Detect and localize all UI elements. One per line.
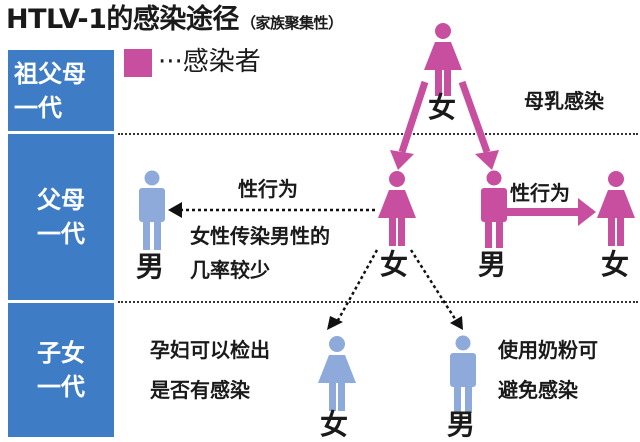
- formula-note-line1: 使用奶粉可: [498, 338, 598, 362]
- female-infected-icon: [424, 23, 462, 96]
- breastfeeding-arrow-right: [458, 80, 499, 170]
- generation-label-line2: 一代: [37, 220, 85, 248]
- female-to-male-note-line2: 几率较少: [190, 258, 270, 282]
- formula-note-line2: 避免感染: [498, 378, 578, 402]
- female-uninfected-icon: [318, 336, 356, 411]
- father-left-sex-label: 男: [136, 250, 165, 283]
- generation-label-line2: 一代: [37, 373, 85, 401]
- page-title: HTLV-1的感染途径（家族聚集性）: [6, 2, 343, 41]
- female-to-male-note-line1: 女性传染男性的: [190, 224, 330, 248]
- title-main: HTLV-1的感染途径: [6, 4, 239, 35]
- partner-sex-label: 女: [601, 248, 630, 281]
- male-uninfected-icon: [139, 170, 165, 250]
- sexual-behavior-label-left: 性行为: [238, 177, 298, 201]
- generation-parents: 父母 一代: [8, 134, 114, 300]
- generation-divider: [118, 133, 638, 135]
- mother-to-son-arrow: [409, 249, 463, 330]
- son-sex-label: 男: [447, 408, 476, 441]
- female-infected-icon: [597, 171, 635, 246]
- father-right-sex-label: 男: [478, 248, 507, 281]
- generation-label-line1: 子女: [37, 339, 85, 367]
- generation-label-line1: 父母: [37, 186, 85, 214]
- breastfeeding-label: 母乳感染: [524, 89, 604, 113]
- generation-children: 子女 一代: [8, 303, 114, 437]
- generation-divider: [118, 301, 638, 303]
- pregnancy-note-line1: 孕妇可以检出: [150, 338, 270, 362]
- grandmother-sex-label: 女: [428, 91, 457, 124]
- breastfeeding-arrow-left: [390, 80, 429, 170]
- mother-to-daughter-arrow: [327, 249, 379, 330]
- legend-infected-swatch: [124, 49, 152, 77]
- male-uninfected-icon: [450, 335, 476, 413]
- sexual-transmission-arrow-left: [168, 202, 375, 218]
- generation-label-line1: 祖父母: [14, 59, 86, 88]
- daughter-sex-label: 女: [320, 408, 349, 441]
- title-subtitle: （家族聚集性）: [240, 14, 343, 32]
- generation-label-line2: 一代: [14, 93, 62, 122]
- sexual-transmission-arrow-right: [502, 198, 596, 226]
- sexual-behavior-label-right: 性行为: [510, 181, 570, 205]
- female-infected-icon: [378, 171, 416, 246]
- male-infected-icon: [481, 170, 507, 248]
- pregnancy-note-line2: 是否有感染: [150, 378, 250, 402]
- mother-sex-label: 女: [380, 248, 409, 281]
- legend-label: ···感染者: [158, 47, 261, 77]
- generation-grandparents: 祖父母 一代: [8, 50, 114, 131]
